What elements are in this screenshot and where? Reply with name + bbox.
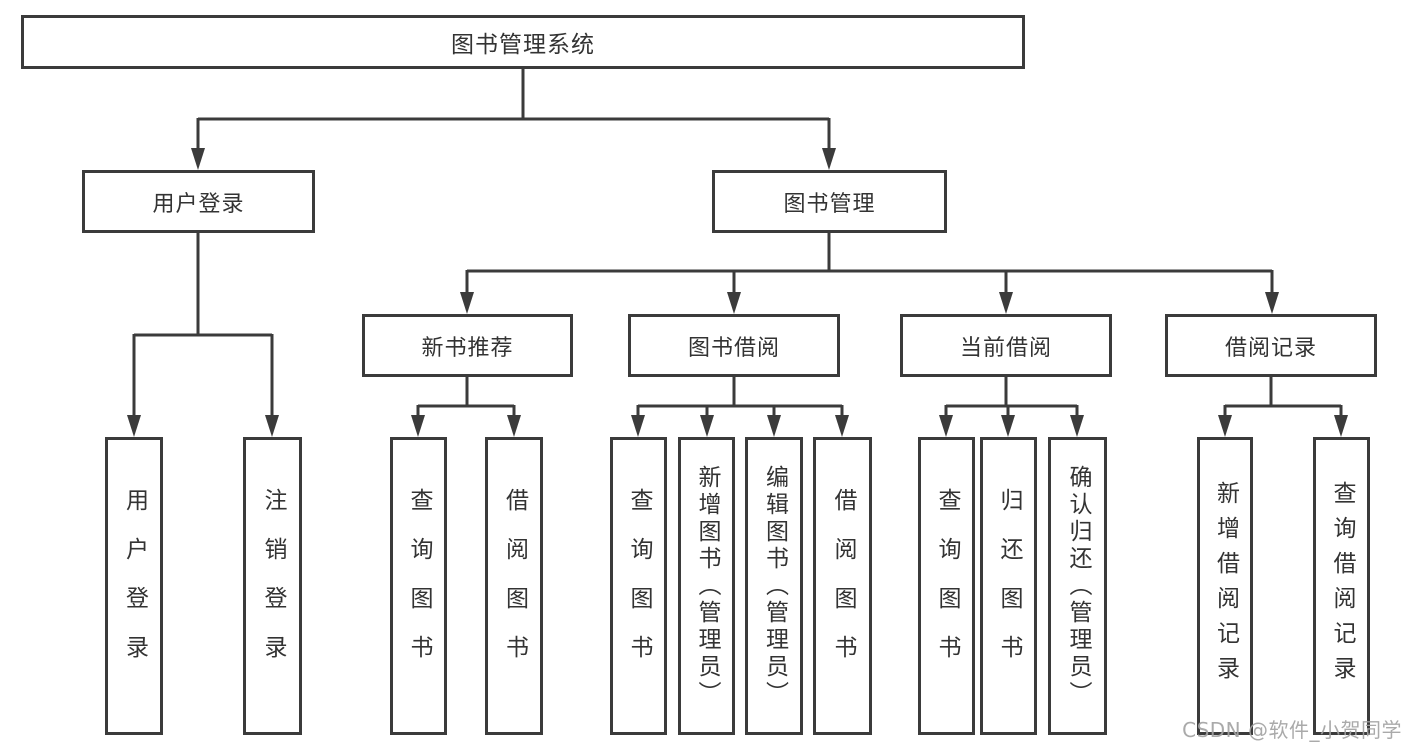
leaf-query-books-borrow: 查询图书 <box>610 437 667 735</box>
leaf-borrow-book: 借阅图书 <box>813 437 872 735</box>
node-user-login: 用户登录 <box>82 170 315 233</box>
node-label: 查询图书 <box>406 488 432 684</box>
node-label: 图书管理 <box>783 191 876 217</box>
leaf-confirm-return-admin: 确认归还（管理员） <box>1048 437 1107 735</box>
node-label: 查询图书 <box>934 488 960 684</box>
leaf-query-books-recommend: 查询图书 <box>390 437 447 735</box>
csdn-watermark: CSDN @软件_小贺同学 <box>1182 718 1402 742</box>
leaf-return-book: 归还图书 <box>980 437 1037 735</box>
node-label: 确认归还（管理员） <box>1065 464 1091 708</box>
leaf-logout: 注销登录 <box>243 437 302 735</box>
node-label: 编辑图书（管理员） <box>761 464 788 708</box>
node-label: 注销登录 <box>260 488 286 684</box>
node-label: 新书推荐 <box>421 335 514 361</box>
node-book-borrow: 图书借阅 <box>628 314 840 377</box>
leaf-edit-book-admin: 编辑图书（管理员） <box>745 437 803 735</box>
node-label: 图书借阅 <box>687 335 780 361</box>
node-label: 借阅图书 <box>501 488 528 684</box>
arrowheads <box>127 148 1348 437</box>
node-label: 归还图书 <box>996 488 1022 684</box>
leaf-query-books-current: 查询图书 <box>918 437 975 735</box>
leaf-add-book-admin: 新增图书（管理员） <box>678 437 735 735</box>
node-label: 新增借阅记录 <box>1212 481 1239 691</box>
node-current-borrow: 当前借阅 <box>900 314 1112 377</box>
node-label: 查询借阅记录 <box>1329 481 1355 691</box>
node-borrow-records: 借阅记录 <box>1165 314 1377 377</box>
node-label: 图书管理系统 <box>451 32 595 58</box>
node-label: 借阅记录 <box>1224 335 1317 361</box>
node-label: 当前借阅 <box>959 335 1052 361</box>
node-label: 查询图书 <box>626 488 652 684</box>
node-label: 新增图书（管理员） <box>694 464 720 708</box>
leaf-add-borrow-record: 新增借阅记录 <box>1197 437 1253 735</box>
leaf-user-login: 用户登录 <box>105 437 163 735</box>
node-label: 用户登录 <box>152 191 245 217</box>
leaf-query-borrow-record: 查询借阅记录 <box>1313 437 1370 735</box>
node-root-library-system: 图书管理系统 <box>21 15 1025 69</box>
node-book-management: 图书管理 <box>712 170 947 233</box>
node-new-book-recommend: 新书推荐 <box>362 314 573 377</box>
node-label: 借阅图书 <box>830 488 856 684</box>
node-label: 用户登录 <box>121 488 148 684</box>
leaf-borrow-books-recommend: 借阅图书 <box>485 437 543 735</box>
